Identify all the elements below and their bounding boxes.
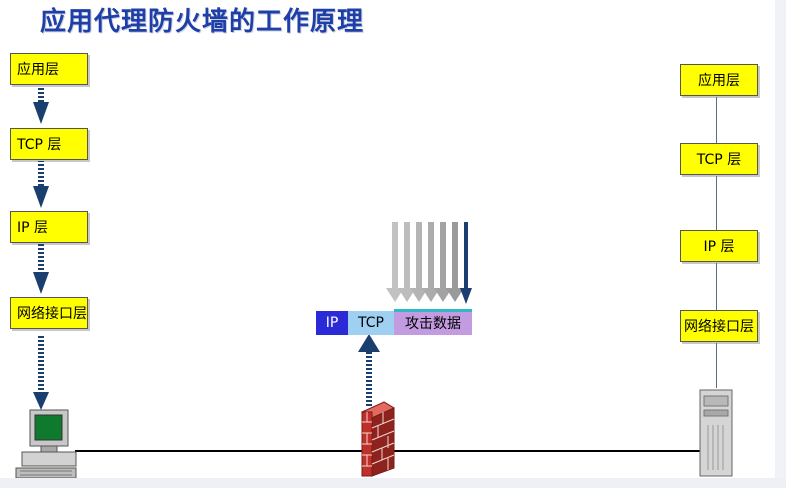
right-application-layer-box: 应用层	[680, 64, 758, 96]
slide-right-edge	[775, 0, 786, 488]
right-tcp-layer-box: TCP 层	[680, 143, 758, 175]
packet-tcp-header: TCP	[348, 311, 394, 335]
left-tcp-layer-box: TCP 层	[10, 128, 88, 160]
packet-attack-data-top-edge	[394, 309, 472, 312]
client-computer-icon	[15, 409, 77, 479]
packet-ip-header: IP	[316, 311, 348, 335]
left-arrow-app-to-tcp	[33, 86, 49, 124]
left-arrow-ip-to-netif	[33, 244, 49, 294]
page-title: 应用代理防火墙的工作原理	[40, 7, 365, 37]
slide-bottom-edge	[0, 478, 786, 488]
packet-attack-data: 攻击数据	[394, 311, 472, 335]
firewall-inspection-arrow	[358, 334, 380, 406]
attack-data-arrows	[386, 222, 472, 304]
left-application-layer-box: 应用层	[10, 53, 88, 85]
right-stack-connector	[716, 176, 717, 230]
firewall-icon	[360, 401, 396, 477]
server-icon	[699, 389, 733, 477]
right-stack-connector	[716, 263, 717, 310]
right-ip-layer-box: IP 层	[680, 230, 758, 262]
left-arrow-tcp-to-ip	[33, 161, 49, 208]
right-netif-layer-box: 网络接口层	[680, 310, 758, 342]
left-netif-layer-box: 网络接口层	[10, 297, 88, 329]
left-ip-layer-box: IP 层	[10, 211, 88, 243]
right-stack-connector	[716, 343, 717, 388]
right-stack-connector	[716, 97, 717, 143]
left-arrow-netif-to-client	[33, 334, 49, 410]
